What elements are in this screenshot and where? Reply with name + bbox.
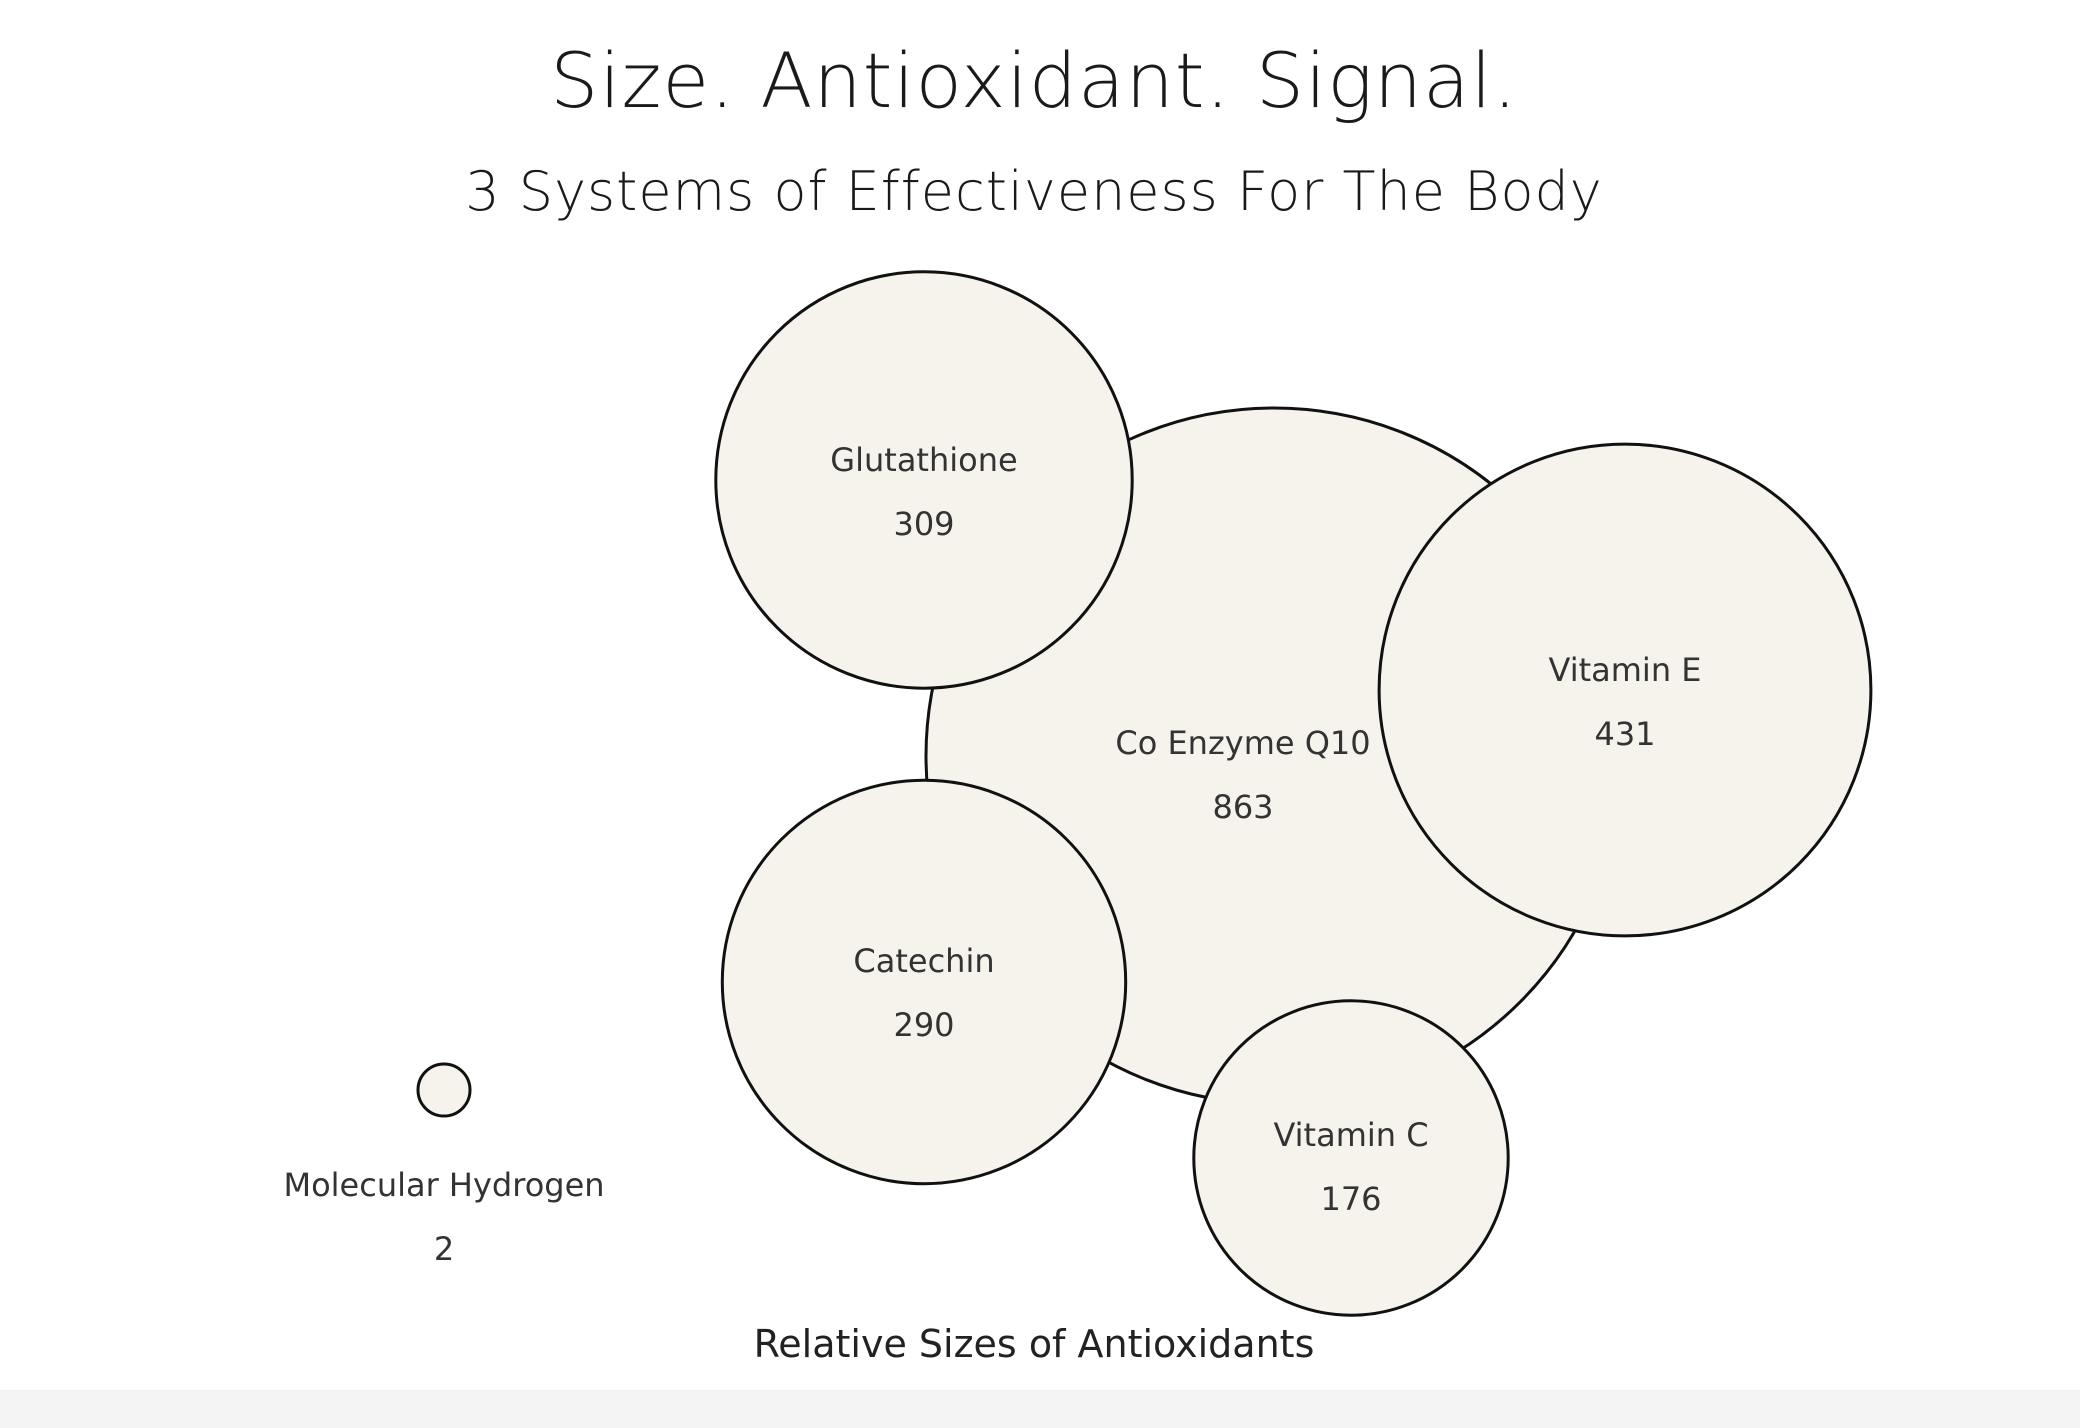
bubble-circle [1192, 999, 1510, 1317]
chart-subtitle: 3 Systems of Effectiveness For The Body [465, 160, 1603, 223]
footer-bar [0, 1390, 2080, 1428]
bubble-name-label: Molecular Hydrogen [283, 1166, 604, 1204]
bubble-value-label: 863 [1212, 788, 1273, 826]
bubble-circle [720, 778, 1128, 1186]
bubble-glutathione: Glutathione 309 [714, 270, 1134, 690]
bubble-catechin: Catechin 290 [720, 778, 1128, 1186]
bubble-value-label: 2 [434, 1230, 454, 1268]
bubble-vitamin-c: Vitamin C 176 [1192, 999, 1510, 1317]
bubble-value-label: 290 [893, 1006, 954, 1044]
bubble-molecular-hydrogen: Molecular Hydrogen 2 [283, 1062, 605, 1268]
chart-caption: Relative Sizes of Antioxidants [753, 1322, 1315, 1366]
bubble-name-label: Glutathione [830, 441, 1017, 479]
bubble-value-label: 431 [1594, 715, 1655, 753]
bubble-value-label: 309 [893, 505, 954, 543]
chart-title: Size. Antioxidant. Signal. [550, 36, 1518, 125]
bubble-name-label: Co Enzyme Q10 [1115, 724, 1370, 762]
bubble-circle [416, 1062, 472, 1118]
bubble-circle [714, 270, 1134, 690]
bubble-circle [1377, 442, 1873, 938]
bubble-name-label: Vitamin C [1273, 1116, 1428, 1154]
bubble-name-label: Catechin [853, 942, 994, 980]
bubble-vitamin-e: Vitamin E 431 [1377, 442, 1873, 938]
bubble-value-label: 176 [1320, 1180, 1381, 1218]
bubble-name-label: Vitamin E [1549, 651, 1702, 689]
